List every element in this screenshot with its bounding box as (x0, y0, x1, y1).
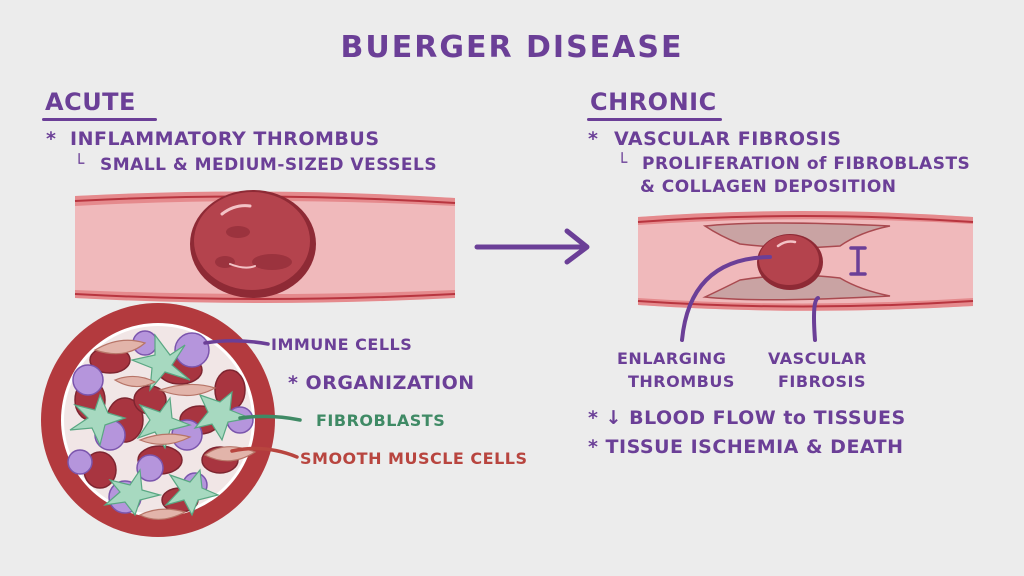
acute-thrombus (190, 190, 316, 298)
chronic-bullet-mark: * (588, 128, 599, 150)
chronic-heading: CHRONIC (590, 88, 717, 116)
chronic-sub-line2: & COLLAGEN DEPOSITION (640, 177, 897, 197)
immune-cells-label: IMMUNE CELLS (271, 335, 413, 354)
acute-sub-mark: └ (74, 154, 85, 174)
acute-bullet: INFLAMMATORY THROMBUS (70, 128, 380, 150)
thrombus-leader-line (680, 255, 772, 342)
fibroblasts-leader-line (238, 414, 302, 422)
page-title: BUERGER DISEASE (340, 30, 684, 65)
chronic-heading-underline (587, 118, 722, 121)
outcome-blood-flow: * ↓ BLOOD FLOW to TISSUES (588, 407, 906, 429)
narrowing-marker-icon (849, 246, 867, 276)
acute-heading: ACUTE (45, 88, 136, 116)
smooth-muscle-leader-line (230, 446, 299, 459)
acute-sub: SMALL & MEDIUM-SIZED VESSELS (100, 155, 438, 175)
outcome-ischemia: * TISSUE ISCHEMIA & DEATH (588, 436, 904, 458)
enlarging-thrombus-label-line2: THROMBUS (628, 372, 735, 391)
progression-arrow-icon (474, 228, 590, 265)
fibroblast-cells (69, 333, 253, 517)
fibrosis-leader-line (812, 296, 820, 342)
fibroblasts-label: FIBROBLASTS (316, 411, 446, 430)
smooth-muscle-cells (93, 339, 257, 520)
smooth-muscle-label: SMOOTH MUSCLE CELLS (300, 449, 528, 468)
chronic-bullet: VASCULAR FIBROSIS (614, 128, 842, 150)
chronic-thrombus (757, 234, 823, 290)
chronic-sub-line1: PROLIFERATION of FIBROBLASTS (642, 154, 971, 174)
enlarging-thrombus-label-line1: ENLARGING (617, 349, 727, 368)
vascular-fibrosis-label-line2: FIBROSIS (778, 372, 866, 391)
chronic-sub-mark: └ (617, 153, 628, 173)
acute-heading-underline (42, 118, 157, 121)
organization-label: * ORGANIZATION (288, 372, 475, 394)
acute-bullet-mark: * (46, 128, 57, 150)
immune-cells-leader-line (203, 339, 270, 346)
vascular-fibrosis-label-line1: VASCULAR (768, 349, 867, 368)
